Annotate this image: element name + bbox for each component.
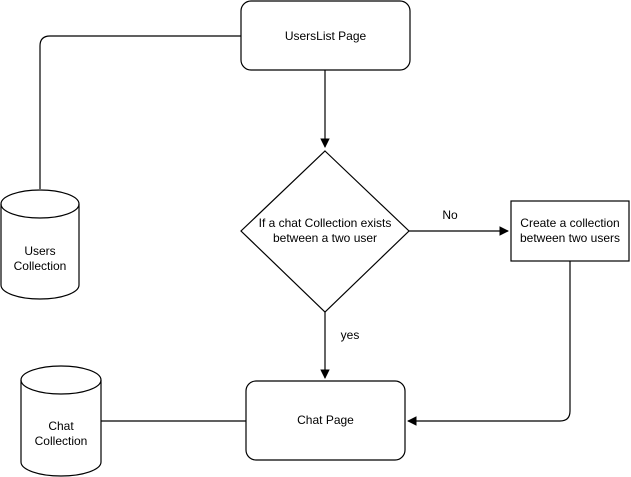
users-collection-node: Users Collection [0,189,80,300]
chat-page-node: Chat Page [245,380,406,461]
chat-page-label: Chat Page [297,413,354,427]
edge-label-yes: yes [341,328,360,342]
users-collection-label-line1: Users [24,244,55,258]
decision-node: If a chat Collection exists between a tw… [240,150,410,313]
userslist-page-label: UsersList Page [285,29,367,43]
create-collection-label-line2: between two users [520,231,620,245]
decision-label-line2: between a two user [273,231,377,245]
decision-label-line1: If a chat Collection exists [259,216,392,230]
edge-users-collection-to-userslist [39,35,241,189]
chat-collection-label-line1: Chat [48,419,74,433]
edge-create-to-chat-page [407,261,571,426]
users-collection-label-line2: Collection [14,259,67,273]
chat-collection-node: Chat Collection [20,365,102,477]
userslist-page-node: UsersList Page [240,0,411,71]
chat-collection-label-line2: Collection [35,434,88,448]
create-collection-node: Create a collection between two users [510,200,630,262]
edge-label-no: No [442,208,458,222]
create-collection-label-line1: Create a collection [520,216,619,230]
